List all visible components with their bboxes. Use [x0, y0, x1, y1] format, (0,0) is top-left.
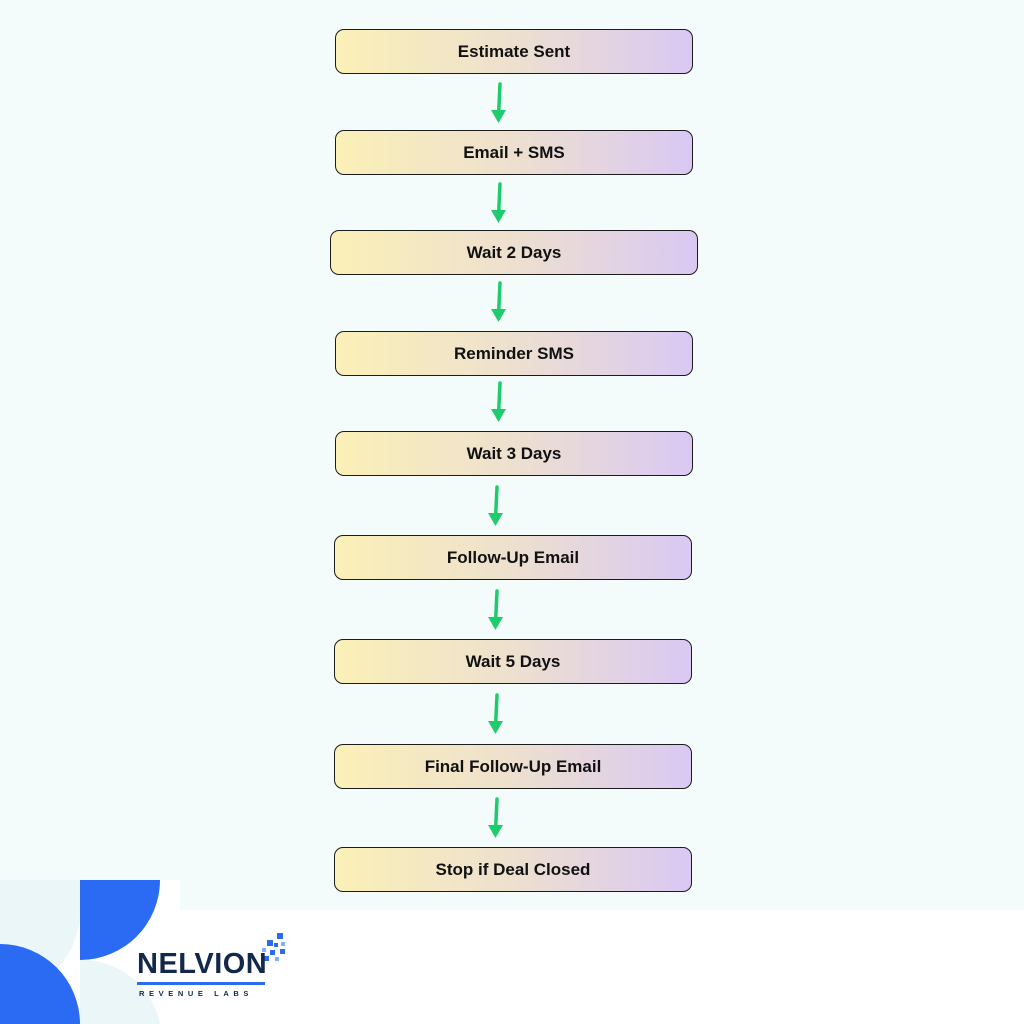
step-label: Final Follow-Up Email: [424, 756, 602, 776]
step-label: Reminder SMS: [454, 343, 574, 363]
step-reminder-sms: Reminder SMS: [335, 331, 693, 376]
step-wait-3-days: Wait 3 Days: [335, 431, 693, 476]
brand-underline: [137, 982, 265, 985]
brand-tagline: REVENUE LABS: [139, 989, 253, 998]
step-label: Wait 2 Days: [466, 242, 562, 262]
arrow-down-icon: [488, 485, 503, 526]
arrow-down-icon: [491, 182, 506, 223]
step-label: Wait 3 Days: [466, 443, 562, 463]
brand-name: NELVION: [137, 948, 268, 980]
step-wait-2-days: Wait 2 Days: [330, 230, 698, 275]
logo-pixels-icon: [262, 933, 285, 961]
step-label: Estimate Sent: [457, 41, 571, 61]
step-email-sms: Email + SMS: [335, 130, 693, 175]
step-wait-5-days: Wait 5 Days: [334, 639, 692, 684]
step-estimate-sent: Estimate Sent: [335, 29, 693, 74]
arrow-down-icon: [488, 797, 503, 838]
step-stop-if-deal-closed: Stop if Deal Closed: [334, 847, 692, 892]
logo-shape-icon: [0, 880, 180, 1024]
arrow-down-icon: [488, 589, 503, 630]
step-label: Email + SMS: [463, 142, 565, 162]
arrow-down-icon: [488, 693, 503, 734]
arrow-down-icon: [491, 281, 506, 322]
step-final-follow-up-email: Final Follow-Up Email: [334, 744, 692, 789]
step-label: Follow-Up Email: [446, 547, 580, 567]
arrow-down-icon: [491, 82, 506, 123]
step-label: Stop if Deal Closed: [435, 859, 591, 879]
step-follow-up-email: Follow-Up Email: [334, 535, 692, 580]
arrow-down-icon: [491, 381, 506, 422]
step-label: Wait 5 Days: [465, 651, 561, 671]
